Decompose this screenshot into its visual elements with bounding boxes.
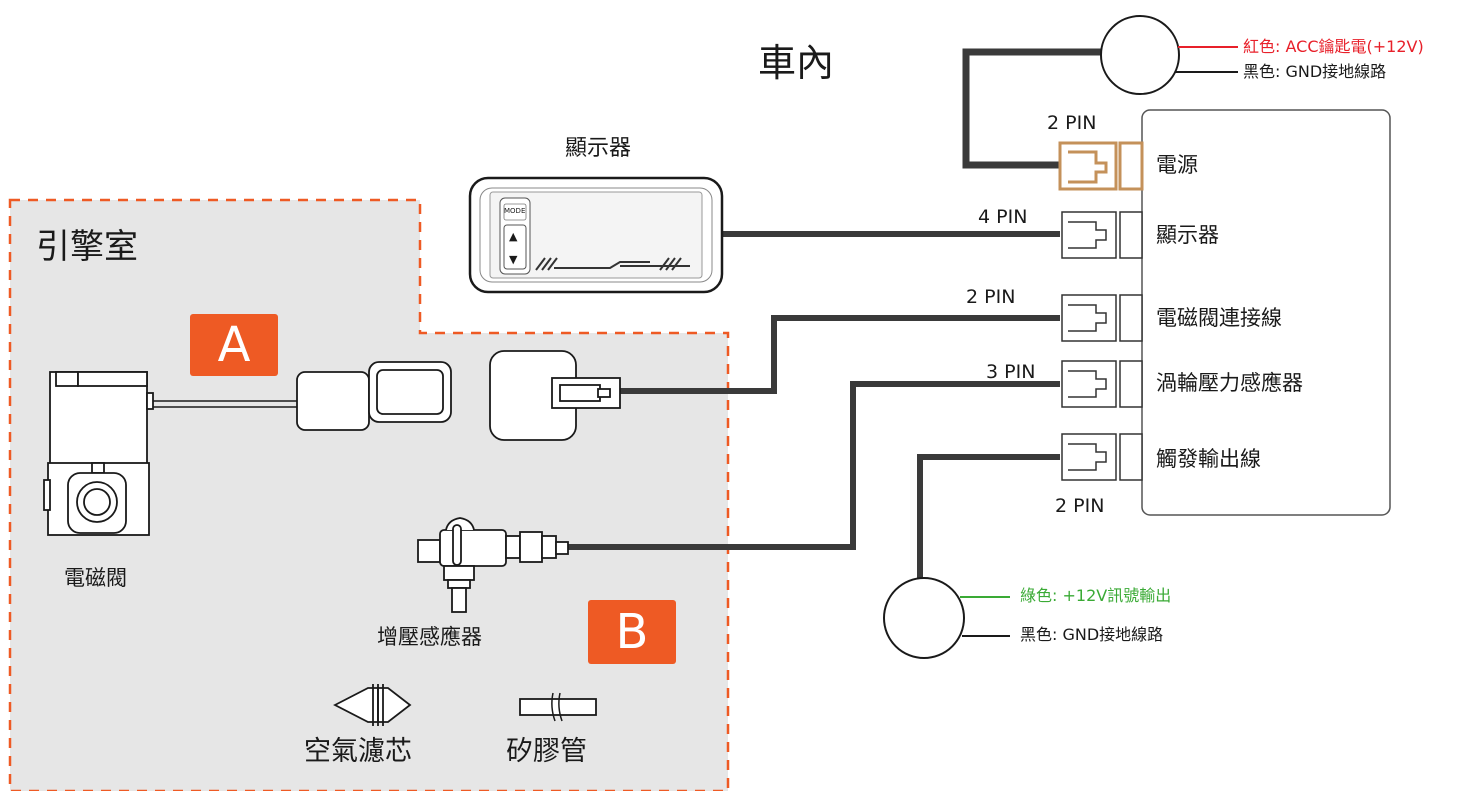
- power-legend-red: 紅色: ACC鑰匙電(+12V): [1243, 37, 1424, 56]
- display-connector: [1061, 211, 1143, 259]
- pin-label-sensor: 3 PIN: [986, 361, 1036, 383]
- power-plug: [1100, 15, 1180, 95]
- trigger-wire: [917, 454, 1060, 585]
- engine-bay-label: 引擎室: [36, 227, 138, 267]
- boost-sensor-label: 增壓感應器: [377, 625, 482, 649]
- pin-label-solenoid: 2 PIN: [966, 286, 1016, 308]
- boost-sensor: [417, 517, 569, 613]
- power-wire: [962, 48, 1105, 169]
- air-filter-label: 空氣濾芯: [304, 736, 412, 767]
- trigger-connector: [1061, 433, 1143, 481]
- air-filter: [333, 684, 412, 726]
- solenoid-connector: [1061, 294, 1143, 342]
- display-title: 顯示器: [565, 136, 632, 161]
- silicone-hose-label: 矽膠管: [506, 736, 587, 767]
- engine-bay-region: [8, 198, 730, 791]
- power-connector: [1058, 141, 1144, 191]
- display-up-arrow-icon: ▲: [509, 230, 518, 243]
- port-label-display: 顯示器: [1156, 223, 1219, 247]
- solenoid-plug: [296, 361, 452, 431]
- solenoid-wire: [620, 315, 1060, 394]
- sensor-connector: [1061, 360, 1143, 408]
- solenoid-harness-connector: [489, 350, 621, 441]
- pin-label-display: 4 PIN: [978, 206, 1028, 228]
- pin-label-trigger: 2 PIN: [1055, 495, 1105, 517]
- solenoid-valve: [43, 371, 154, 536]
- solenoid-hose: [153, 400, 297, 408]
- trigger-legend-green: 綠色: +12V訊號輸出: [1020, 586, 1172, 605]
- power-legend-black: 黑色: GND接地線路: [1243, 62, 1387, 81]
- display-down-arrow-icon: ▼: [509, 253, 518, 266]
- silicone-hose-icon: [519, 692, 597, 722]
- display-unit: [468, 176, 724, 294]
- display-stripes: [535, 257, 690, 271]
- port-label-sensor: 渦輪壓力感應器: [1156, 371, 1303, 395]
- sensor-wire: [568, 381, 1060, 550]
- display-mode-label: MODE: [504, 207, 526, 215]
- trigger-plug: [883, 577, 965, 659]
- port-label-solenoid: 電磁閥連接線: [1156, 306, 1282, 330]
- solenoid-label: 電磁閥: [64, 566, 127, 590]
- port-label-power: 電源: [1156, 153, 1198, 177]
- port-label-trigger: 觸發輸出線: [1156, 447, 1261, 471]
- pin-label-power: 2 PIN: [1047, 112, 1097, 134]
- badge-a: A: [190, 314, 278, 376]
- trigger-legend-black: 黑色: GND接地線路: [1020, 625, 1164, 644]
- inside-car-title: 車內: [758, 41, 835, 85]
- badge-b: B: [588, 600, 676, 664]
